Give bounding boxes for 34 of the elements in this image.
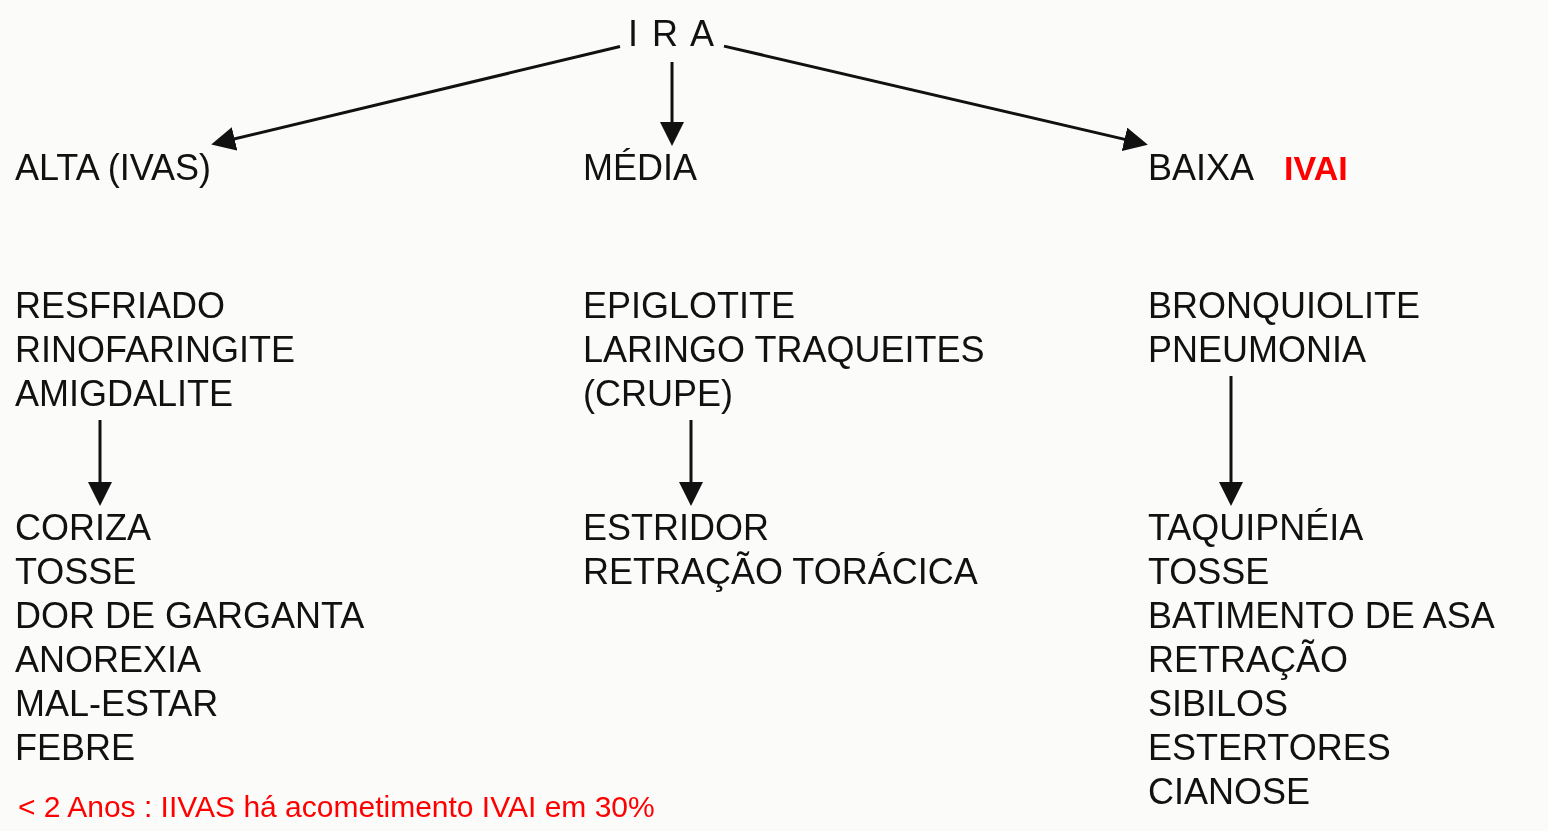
term-text: RETRAÇÃO [1148,638,1349,682]
term-text: TOSSE [1148,550,1270,594]
term-text: SIBILOS [1148,682,1289,726]
arrow [679,420,703,506]
term-text: MÉDIA [583,146,697,190]
term-text: PNEUMONIA [1148,328,1367,372]
term-text: MAL-ESTAR [15,682,219,726]
term-text: RESFRIADO [15,284,226,328]
term-text: TOSSE [15,550,137,594]
root-term: I R A [628,12,717,56]
arrow [723,44,1148,151]
term-text: DOR DE GARGANTA [15,594,365,638]
arrow [1219,376,1243,506]
note-text: < 2 Anos : IIVAS há acometimento IVAI em 30% [18,790,655,824]
term-text: FEBRE [15,726,136,770]
term-text: TAQUIPNÉIA [1148,506,1364,550]
arrow [211,45,621,151]
annotation-text: IVAI [1284,149,1348,188]
term-text: AMIGDALITE [15,372,234,416]
term-text: ALTA (IVAS) [15,146,212,190]
term-text: ANOREXIA [15,638,202,682]
term-text: EPIGLOTITE [583,284,796,328]
term-text: RETRAÇÃO TORÁCICA [583,550,978,594]
term-text: BAIXA [1148,146,1255,190]
arrow [660,62,684,146]
term-text: CORIZA [15,506,151,550]
term-text: ESTRIDOR [583,506,769,550]
term-text: BRONQUIOLITE [1148,284,1421,328]
term-text: RINOFARINGITE [15,328,296,372]
term-text: ESTERTORES [1148,726,1391,770]
term-text: CIANOSE [1148,770,1311,814]
term-text: LARINGO TRAQUEITES (CRUPE) [583,328,986,416]
term-text: BATIMENTO DE ASA [1148,594,1495,638]
arrow [88,420,112,506]
